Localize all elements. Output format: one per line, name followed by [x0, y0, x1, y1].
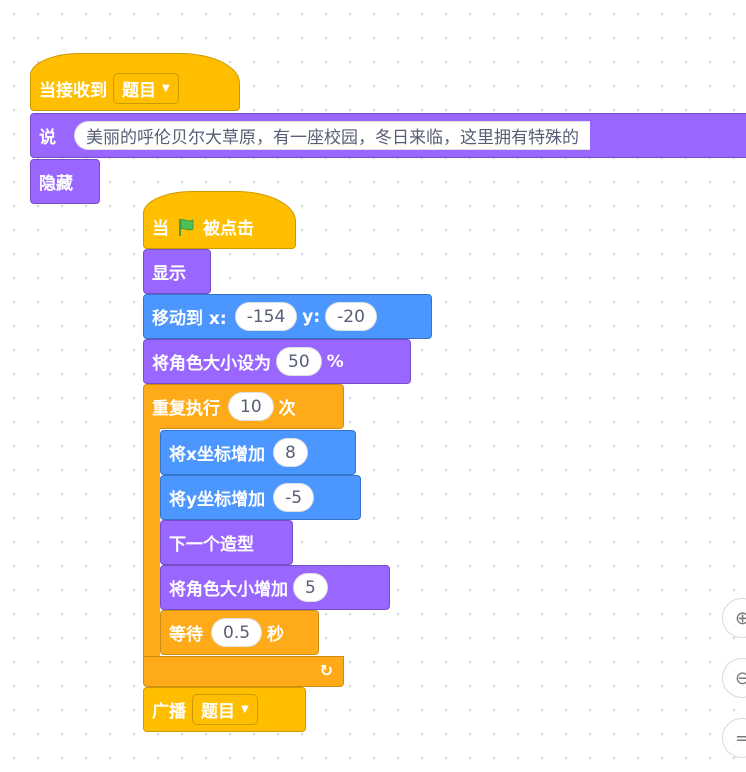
go-to-xy-block[interactable]: 移动到 x: -154 y: -20	[143, 294, 432, 339]
change-size-block[interactable]: 将角色大小增加 5	[160, 565, 390, 610]
set-size-block[interactable]: 将角色大小设为 50 %	[143, 339, 411, 384]
wait-label: 等待	[169, 625, 203, 645]
change-size-label: 将角色大小增加	[169, 580, 288, 600]
broadcast-dropdown-value: 题目	[201, 702, 235, 722]
when-receive-label: 当接收到	[39, 81, 107, 101]
change-y-input[interactable]: -5	[273, 483, 315, 512]
repeat-count-input[interactable]: 10	[228, 392, 274, 421]
change-x-label: 将x坐标增加	[169, 445, 265, 465]
clicked-label: 被点击	[203, 219, 254, 239]
show-block[interactable]: 显示	[143, 249, 211, 294]
zoom-reset-button[interactable]: =	[722, 718, 746, 758]
broadcast-label: 广播	[152, 702, 186, 722]
broadcast-block[interactable]: 广播 题目 ▼	[143, 687, 306, 732]
y-label: y:	[302, 306, 321, 327]
change-y-block[interactable]: 将y坐标增加 -5	[160, 475, 361, 520]
zoom-out-icon: ⊖	[735, 667, 746, 689]
go-to-x-label: 移动到 x:	[152, 309, 227, 329]
repeat-end: ↻	[143, 656, 344, 687]
zoom-out-button[interactable]: ⊖	[722, 658, 746, 698]
broadcast-message-dropdown[interactable]: 题目 ▼	[192, 694, 258, 725]
when-receive-hat-block[interactable]: 当接收到 题目 ▼	[30, 53, 240, 111]
change-size-input[interactable]: 5	[293, 573, 328, 602]
wait-block[interactable]: 等待 0.5 秒	[160, 610, 319, 655]
say-block[interactable]: 说 美丽的呼伦贝尔大草原，有一座校园，冬日来临，这里拥有特殊的	[30, 113, 746, 158]
change-y-label: 将y坐标增加	[169, 490, 266, 510]
hide-label: 隐藏	[39, 174, 73, 194]
hide-block[interactable]: 隐藏	[30, 159, 100, 204]
say-label: 说	[39, 128, 56, 148]
loop-arrow-icon: ↻	[319, 661, 333, 680]
set-size-unit: %	[326, 351, 344, 372]
wait-unit: 秒	[267, 625, 285, 645]
say-text-input[interactable]: 美丽的呼伦贝尔大草原，有一座校园，冬日来临，这里拥有特殊的	[74, 121, 590, 150]
y-input[interactable]: -20	[325, 302, 377, 331]
next-costume-label: 下一个造型	[169, 535, 254, 555]
dropdown-arrow-icon: ▼	[162, 83, 170, 94]
message-dropdown[interactable]: 题目 ▼	[113, 73, 179, 104]
change-x-block[interactable]: 将x坐标增加 8	[160, 430, 356, 475]
dropdown-arrow-icon: ▼	[241, 704, 249, 715]
repeat-label: 重复执行	[152, 399, 220, 419]
zoom-in-icon: ⊕	[735, 607, 746, 629]
wait-input[interactable]: 0.5	[211, 618, 263, 647]
next-costume-block[interactable]: 下一个造型	[160, 520, 293, 565]
when-label: 当	[152, 219, 169, 239]
message-dropdown-value: 题目	[122, 81, 156, 101]
set-size-input[interactable]: 50	[276, 347, 322, 376]
when-flag-clicked-hat-block[interactable]: 当 被点击	[143, 191, 296, 249]
zoom-reset-icon: =	[735, 727, 746, 749]
repeat-unit: 次	[278, 399, 296, 419]
set-size-label: 将角色大小设为	[152, 354, 271, 374]
zoom-in-button[interactable]: ⊕	[722, 598, 746, 638]
show-label: 显示	[152, 264, 186, 284]
green-flag-icon	[176, 217, 196, 237]
x-input[interactable]: -154	[234, 302, 298, 331]
change-x-input[interactable]: 8	[272, 438, 308, 467]
repeat-block[interactable]: 重复执行 10 次	[143, 384, 344, 429]
repeat-arm	[143, 428, 160, 658]
